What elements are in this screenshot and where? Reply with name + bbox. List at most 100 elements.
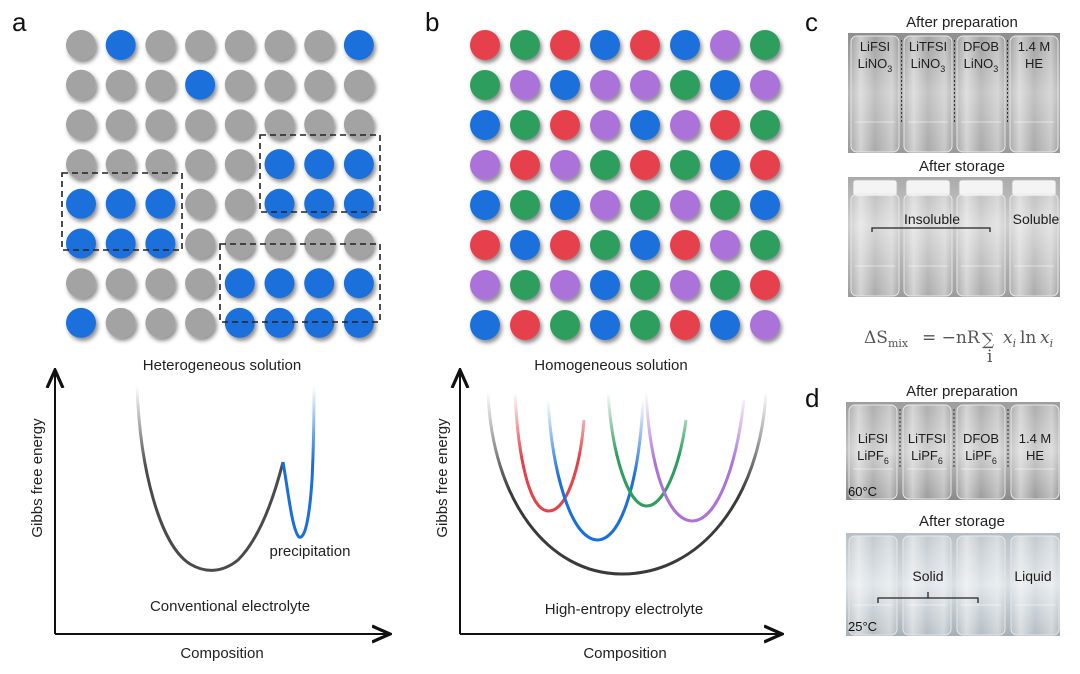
particle-0-7 xyxy=(343,30,374,60)
particle-2-7 xyxy=(343,109,374,140)
panel-b-caption: High-entropy electrolyte xyxy=(545,601,703,618)
vial-label-line1: LiTFSI xyxy=(908,431,946,446)
particle-7-7 xyxy=(750,310,780,340)
panel-d-photo-bottom: Solid Liquid 25°C xyxy=(846,533,1060,636)
particle-6-4 xyxy=(630,270,660,300)
particle-6-2 xyxy=(550,270,580,300)
particle-7-2 xyxy=(145,307,176,338)
particle-2-2 xyxy=(550,110,580,140)
formula-sum-index: i xyxy=(987,347,993,367)
particle-1-3 xyxy=(590,70,620,100)
particle-0-6 xyxy=(710,30,740,60)
particle-1-1 xyxy=(105,69,136,100)
cluster-outline-3 xyxy=(219,243,381,323)
panel-a-y-label: Gibbs free energy xyxy=(29,418,46,538)
particle-3-6 xyxy=(304,149,335,180)
panel-d-label: d xyxy=(805,383,819,413)
particle-7-0 xyxy=(470,310,500,340)
formula-ln: ln xyxy=(1020,328,1036,348)
particle-5-4 xyxy=(630,230,660,260)
liquid-label: Liquid xyxy=(1014,568,1051,584)
particle-7-4 xyxy=(224,307,255,338)
particle-5-2 xyxy=(550,230,580,260)
particle-1-7 xyxy=(750,70,780,100)
free-energy-curve-precipitate xyxy=(281,385,316,539)
vial-body xyxy=(1009,193,1059,297)
particle-6-1 xyxy=(510,270,540,300)
particle-0-4 xyxy=(630,30,660,60)
particle-7-6 xyxy=(304,307,335,338)
particle-0-3 xyxy=(590,30,620,60)
particle-3-4 xyxy=(224,149,255,180)
particle-3-7 xyxy=(343,149,374,180)
particle-4-1 xyxy=(510,190,540,220)
panel-a-cluster-outlines xyxy=(61,134,381,323)
formula-term2: xi xyxy=(1040,328,1053,350)
vial-label-line2: LiPF6 xyxy=(965,448,997,466)
particle-7-3 xyxy=(590,310,620,340)
panel-a-particle-grid xyxy=(66,30,374,338)
vial-label-line1: LiFSI xyxy=(860,39,890,54)
particle-0-0 xyxy=(66,30,96,60)
particle-0-6 xyxy=(304,30,335,60)
particle-7-1 xyxy=(510,310,540,340)
vial-body xyxy=(956,193,1006,297)
particle-0-5 xyxy=(264,30,295,60)
particle-1-2 xyxy=(550,70,580,100)
vial-body xyxy=(1010,535,1060,636)
vial-label-line1: 1.4 M xyxy=(1019,431,1052,446)
particle-6-7 xyxy=(343,268,374,299)
vial-label-line2: LiPF6 xyxy=(857,448,889,466)
particle-1-3 xyxy=(185,69,216,100)
particle-3-4 xyxy=(630,150,660,180)
vial-label-line2: HE xyxy=(1025,56,1043,71)
panel-c-title-top: After preparation xyxy=(906,14,1018,31)
vial-label-line1: DFOB xyxy=(963,39,999,54)
particle-5-0 xyxy=(66,228,96,259)
particle-4-3 xyxy=(185,188,216,219)
particle-7-7 xyxy=(343,307,374,338)
vial-label-line2: HE xyxy=(1026,448,1044,463)
panel-c-photo-bottom: Insoluble Soluble xyxy=(848,177,1060,297)
particle-5-7 xyxy=(750,230,780,260)
particle-4-5 xyxy=(264,188,295,219)
insoluble-bracket xyxy=(871,227,991,232)
panel-d-title-bottom: After storage xyxy=(919,513,1005,530)
particle-1-2 xyxy=(145,69,176,100)
panel-d: After preparation LiFSILiPF6LiTFSILiPF6D… xyxy=(846,383,1060,636)
panel-c-title-bottom: After storage xyxy=(919,158,1005,175)
particle-3-2 xyxy=(145,149,176,180)
particle-5-0 xyxy=(470,230,500,260)
particle-2-6 xyxy=(304,109,335,140)
particle-4-1 xyxy=(105,188,136,219)
particle-3-0 xyxy=(66,149,96,180)
vial-body xyxy=(848,535,898,636)
particle-3-5 xyxy=(264,149,295,180)
particle-7-5 xyxy=(264,307,295,338)
particle-4-5 xyxy=(670,190,700,220)
particle-3-2 xyxy=(550,150,580,180)
particle-6-4 xyxy=(224,268,255,299)
particle-4-7 xyxy=(343,188,374,219)
particle-1-4 xyxy=(630,70,660,100)
vial-body xyxy=(848,404,898,500)
panel-a-caption: Conventional electrolyte xyxy=(150,598,310,615)
particle-6-7 xyxy=(750,270,780,300)
particle-2-4 xyxy=(630,110,660,140)
particle-4-6 xyxy=(304,188,335,219)
particle-5-5 xyxy=(670,230,700,260)
particle-5-3 xyxy=(185,228,216,259)
panel-a-energy-plot: Heterogeneous solution Gibbs free energy… xyxy=(29,357,388,662)
particle-5-2 xyxy=(145,228,176,259)
cluster-outline-1 xyxy=(259,134,381,213)
vial-label-line1: LiFSI xyxy=(858,431,888,446)
particle-3-3 xyxy=(590,150,620,180)
particle-2-1 xyxy=(105,109,136,140)
formula-sum: ∑ xyxy=(982,330,994,350)
vial-body xyxy=(956,35,1006,153)
cluster-outline-2 xyxy=(61,172,183,251)
particle-5-3 xyxy=(590,230,620,260)
particle-0-7 xyxy=(750,30,780,60)
particle-2-4 xyxy=(224,109,255,140)
vial-body xyxy=(850,193,900,297)
